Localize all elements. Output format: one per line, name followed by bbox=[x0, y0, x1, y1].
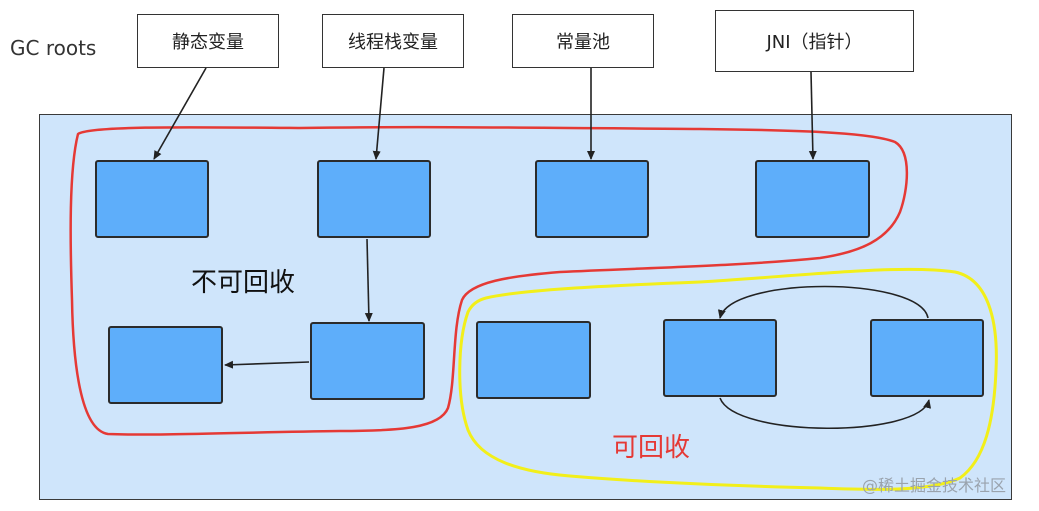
heap-object-3 bbox=[535, 160, 649, 238]
heap-object-2 bbox=[317, 160, 431, 238]
root-constant-pool: 常量池 bbox=[512, 14, 654, 68]
heap-object-9 bbox=[870, 319, 984, 397]
heap-object-5 bbox=[108, 326, 223, 404]
root-thread-stack-variables: 线程栈变量 bbox=[322, 14, 464, 68]
arrow-thread-stack-to-object-2 bbox=[372, 67, 385, 160]
gc-roots-label: GC roots bbox=[10, 36, 97, 60]
arrow-jni-to-object-4 bbox=[808, 71, 817, 160]
unreclaimable-region-outline bbox=[69, 125, 909, 436]
reclaimable-label: 可回收 bbox=[612, 433, 691, 463]
arrow-object-8-to-object-9 bbox=[719, 397, 932, 429]
arrow-object-2-to-object-6 bbox=[364, 238, 373, 322]
heap-object-1 bbox=[95, 160, 209, 238]
heap-object-6 bbox=[310, 322, 425, 400]
heap-object-7 bbox=[476, 321, 591, 399]
arrow-object-6-to-object-5 bbox=[224, 360, 310, 369]
root-static-variables: 静态变量 bbox=[137, 14, 279, 68]
watermark: @稀土掘金技术社区 bbox=[862, 476, 1007, 495]
heap-object-8 bbox=[663, 319, 777, 397]
root-jni-pointer: JNI（指针） bbox=[715, 10, 914, 72]
heap-object-4 bbox=[755, 160, 870, 238]
arrow-object-9-to-object-8 bbox=[717, 285, 929, 319]
reclaimable-region-outline bbox=[458, 267, 998, 491]
arrow-static-to-object-1 bbox=[153, 67, 207, 160]
unreclaimable-label: 不可回收 bbox=[191, 268, 296, 298]
